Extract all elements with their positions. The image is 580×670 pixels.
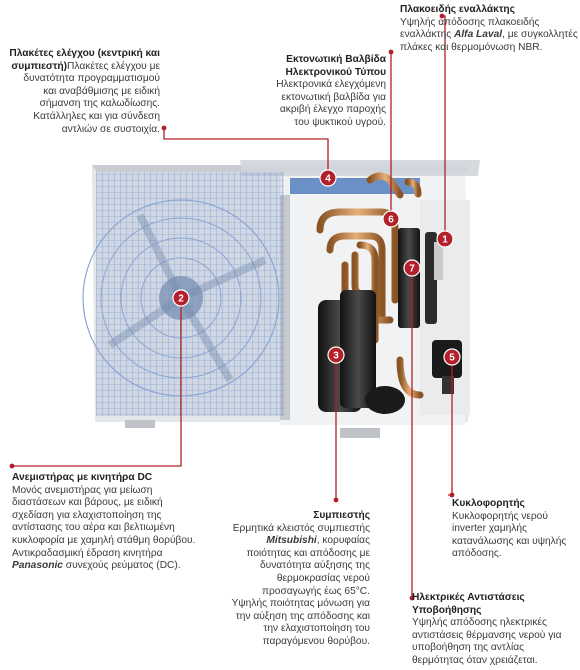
badge-2: 2 [172,289,190,307]
callout-control-boards-title: Πλακέτες ελέγχου (κεντρική και συμπιεστή… [9,48,160,72]
brand-alfa-laval: Alfa Laval [453,29,503,41]
callout-plate-exchanger-title: Πλακοειδής εναλλάκτης [400,4,515,15]
callout-circulator-title: Κυκλοφορητής [452,498,525,509]
leader-2 [12,298,182,467]
callout-expansion-valve-title-1: Εκτονωτική Βαλβίδα [286,54,386,65]
callout-fan-text: Μονός ανεμιστήρας για μείωση διαστάσεων … [12,484,196,559]
leader-dots [9,13,455,601]
badge-3: 3 [327,346,345,364]
badge-1: 1 [436,230,454,248]
compressor-shape [318,290,405,414]
callout-compressor: Συμπιεστής Ερμητικά κλειστός συμπιεστής … [226,510,370,649]
brand-panasonic: Panasonic [12,560,63,572]
badge-5: 5 [443,348,461,366]
badge-6: 6 [382,210,400,228]
svg-text:5: 5 [449,353,455,364]
unit-foot-right [340,428,380,438]
callout-control-boards: Πλακέτες ελέγχου (κεντρική και συμπιεστή… [8,48,160,136]
badge-4: 4 [319,169,337,187]
callout-plate-exchanger-text: Υψηλής απόδοσης πλακοειδής εναλλάκτης [400,16,540,41]
callout-plate-exchanger: Πλακοειδής εναλλάκτης Υψηλής απόδοσης πλ… [400,4,578,54]
callout-electric-resistances-title-2: Υποβοήθησης [412,604,482,616]
fan-grille [82,172,284,416]
callout-expansion-valve-text: Ηλεκτρονικά ελεγχόμενη εκτονωτική βαλβίδ… [276,79,386,128]
callout-electric-resistances: Ηλεκτρικές Αντιστάσεις Υποβοήθησης Υψηλή… [412,592,576,668]
plate-exchanger-shape [398,228,443,328]
brand-mitsubishi: Mitsubishi [266,535,317,547]
svg-text:6: 6 [388,215,394,226]
callout-fan: Ανεμιστήρας με κινητήρα DC Μονός ανεμιστ… [12,472,196,573]
callout-electric-resistances-title-1: Ηλεκτρικές Αντιστάσεις [412,592,525,603]
svg-text:2: 2 [178,294,184,305]
svg-text:1: 1 [442,235,448,246]
callout-circulator: Κυκλοφορητής Κυκλοφορητής νερού inverter… [452,498,576,561]
callout-compressor-text-end: , κορυφαίας ποιότητας και απόδοσης με δυ… [231,535,370,647]
callout-circulator-text: Κυκλοφορητής νερού inverter χαμηλής κατα… [452,510,567,560]
callout-fan-text-end: συνεχούς ρεύματος (DC). [62,560,181,572]
callout-expansion-valve-title-2: Ηλεκτρονικού Τύπου [285,66,387,78]
callout-compressor-title: Συμπιεστής [313,510,370,521]
svg-text:3: 3 [333,351,339,362]
callout-control-boards-text: Πλακέτες ελέγχου με δυνατότητα προγραμμα… [23,60,160,135]
svg-text:4: 4 [325,174,331,185]
unit-foot-left [125,420,155,428]
callout-fan-title: Ανεμιστήρας με κινητήρα DC [12,472,153,483]
callout-electric-resistances-text: Υψηλής απόδοσης ηλεκτρικές αντιστάσεις θ… [412,617,562,666]
leader-4 [163,128,329,178]
badge-7: 7 [403,259,421,277]
svg-text:7: 7 [409,264,415,275]
callout-plate-exchanger-text-end: , με συγκολλητές πλάκες και θερμομόνωση … [400,29,578,53]
callout-expansion-valve: Εκτονωτική Βαλβίδα Ηλεκτρονικού Τύπου Ηλ… [262,54,386,130]
callout-compressor-text: Ερμητικά κλειστός συμπιεστής [232,522,370,534]
